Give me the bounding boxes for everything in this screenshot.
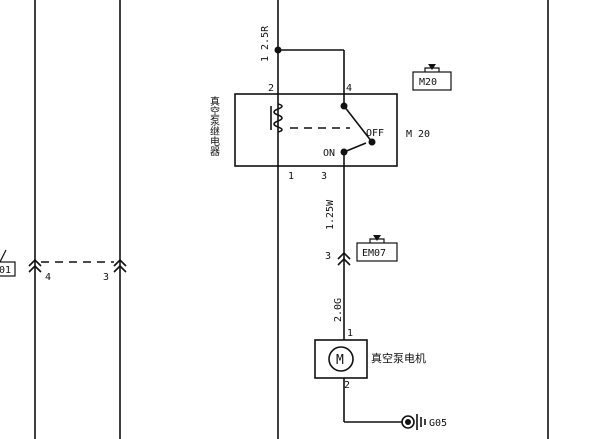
motor-symbol: M xyxy=(336,353,344,368)
left-connector-area: 01 4 3 xyxy=(0,249,127,283)
ground-label: G05 xyxy=(429,418,447,429)
connector-chevron xyxy=(28,264,42,273)
motor-icon xyxy=(328,346,354,372)
connector-chevron xyxy=(28,258,42,267)
wire-label-top: 1 2.5R xyxy=(260,25,271,62)
left-partial-connector-box xyxy=(0,261,16,277)
connector-em07-box xyxy=(356,242,398,262)
vacuum-pump-relay: 2 4 1 3 真空泵继电器 OFF ON M 20 xyxy=(208,83,431,182)
ground-icon xyxy=(401,415,415,429)
connector-m20-label: M20 xyxy=(419,77,437,88)
connector-chevron xyxy=(113,258,127,267)
motor-name-label: 真空泵电机 xyxy=(371,351,426,365)
connector-m20-box xyxy=(412,71,452,91)
connector-em07-label: EM07 xyxy=(362,248,386,259)
connector-chevron xyxy=(337,251,351,260)
wire-label-middle: 1.25W xyxy=(325,199,336,230)
motor-pin-2: 2 xyxy=(344,380,350,391)
ground-g05: G05 xyxy=(343,378,447,430)
relay-to-motor-wiring: 1.25W 3 2.0G xyxy=(325,152,351,340)
switch-on-label: ON xyxy=(323,148,335,159)
junction-dot xyxy=(274,46,282,54)
connector-em07: EM07 xyxy=(356,235,398,262)
relay-ref-label: M 20 xyxy=(406,129,430,140)
switch-contact-off xyxy=(368,138,376,146)
relay-pin-1: 1 xyxy=(288,171,294,182)
relay-pin-2: 2 xyxy=(268,83,274,94)
motor-pin-1: 1 xyxy=(347,328,353,339)
relay-pin-4: 4 xyxy=(346,83,352,94)
connector-chevron xyxy=(113,264,127,273)
relay-pin-3: 3 xyxy=(321,171,327,182)
vacuum-pump-motor: 1 M 真空泵电机 2 xyxy=(314,328,426,391)
switch-arm xyxy=(343,105,373,143)
vertical-bus-lines xyxy=(34,0,549,439)
connector-em07-pin: 3 xyxy=(325,251,331,262)
relay-box xyxy=(234,93,398,167)
left-connector-pin-4: 4 xyxy=(45,272,51,283)
left-connector-pin-3: 3 xyxy=(103,272,109,283)
switch-off-label: OFF xyxy=(366,128,384,139)
relay-coil-icon xyxy=(273,103,283,133)
connector-chevron xyxy=(337,257,351,266)
relay-supply-wiring: 1 2.5R xyxy=(260,25,345,106)
wire-label-bottom: 2.0G xyxy=(333,298,344,322)
relay-name-label: 真空泵继电器 xyxy=(208,95,220,157)
left-partial-connector-label: 01 xyxy=(0,265,11,276)
motor-box xyxy=(314,339,368,379)
connector-m20: M20 xyxy=(412,64,452,91)
